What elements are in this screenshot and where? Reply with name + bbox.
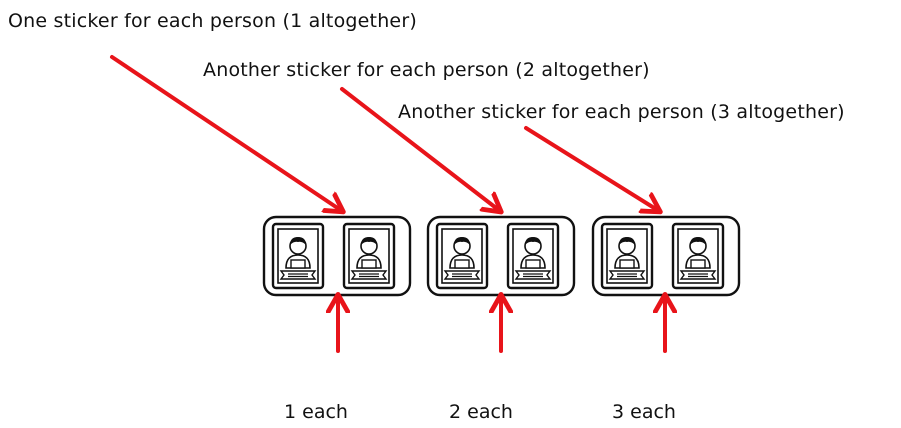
person-sticker-icon bbox=[342, 222, 396, 290]
sticker-pair-1 bbox=[262, 215, 412, 297]
person-sticker-icon bbox=[506, 222, 560, 290]
person-sticker-icon bbox=[271, 222, 325, 290]
person-sticker-icon bbox=[600, 222, 654, 290]
statement-1-label: One sticker for each person (1 altogethe… bbox=[8, 10, 417, 32]
count-1-label: 1 each bbox=[284, 401, 348, 423]
statement-2-label: Another sticker for each person (2 altog… bbox=[203, 59, 650, 81]
count-2-label: 2 each bbox=[449, 401, 513, 423]
count-3-label: 3 each bbox=[612, 401, 676, 423]
statement-1-arrow bbox=[110, 55, 342, 211]
person-sticker-icon bbox=[435, 222, 489, 290]
statement-3-arrow bbox=[524, 126, 659, 211]
statement-2-arrow bbox=[340, 87, 500, 211]
statement-3-label: Another sticker for each person (3 altog… bbox=[398, 101, 845, 123]
person-sticker-icon bbox=[671, 222, 725, 290]
sticker-pair-3 bbox=[591, 215, 741, 297]
sticker-pair-2 bbox=[426, 215, 576, 297]
